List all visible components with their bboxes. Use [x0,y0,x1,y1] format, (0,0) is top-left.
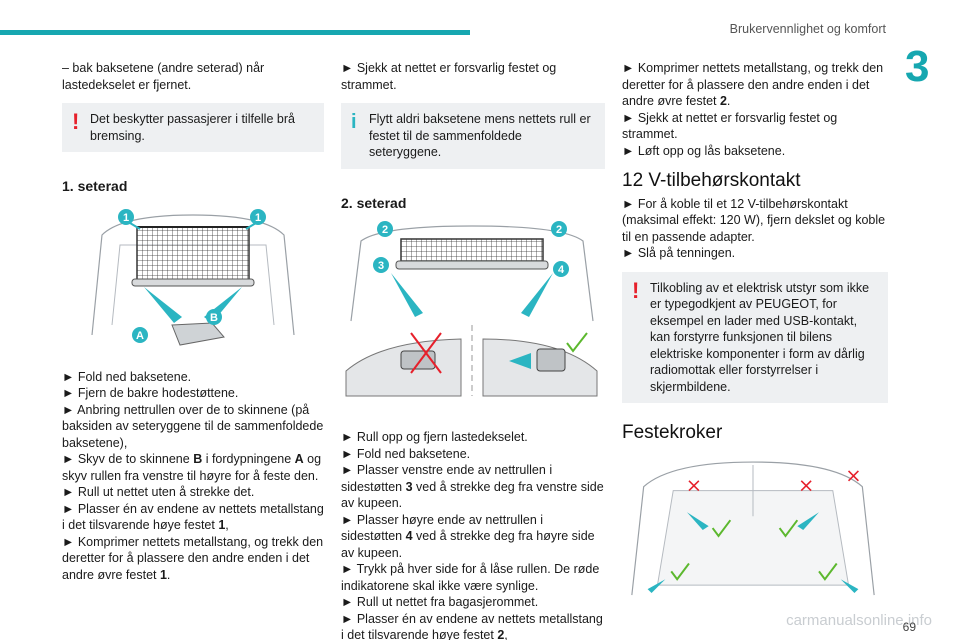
step: ► Fjern de bakre hodestøttene. [62,386,239,400]
warning-text: Det beskytter passasjerer i tilfelle brå… [90,112,295,143]
step: ► Rull ut nettet fra bagasjerommet. [341,595,539,609]
figure-row1-illustration: 1 1 A B [91,208,295,346]
callout-4 [553,261,569,277]
figure-row2-net: 2 2 3 4 [341,221,603,397]
section-heading-row2: 2. seterad [341,194,407,211]
callout-label: 2 [382,224,388,236]
chapter-number-label: 3 [905,42,930,91]
figure-row1-net: 1 1 A B [62,205,324,349]
step: ► Skyv de to skinnene B i fordypningene … [62,452,322,483]
step: ► Plasser venstre ende av nettrullen i s… [341,463,604,510]
column-1: – bak baksetene (andre seterad) når last… [62,60,324,583]
warning-note-12v: ! Tilkobling av et elektrisk utstyr som … [622,271,888,403]
column-2: ► Sjekk at nettet er forsvarlig festet o… [341,60,605,640]
warning-exclamation-icon: ! [72,109,80,134]
step: ► Rull ut nettet uten å strekke det. [62,485,255,499]
step: ► Plasser én av endene av nettets metall… [341,611,603,640]
callout-label: 1 [123,212,129,224]
callout-B [206,308,222,325]
callout-label: B [210,312,218,324]
steps-row2: ► Rull opp og fjern lastedekselet. ► Fol… [341,429,605,640]
step: ► Fold ned baksetene. [62,369,192,384]
steps-12v: ► For å koble til et 12 V-tilbehørskonta… [622,196,888,262]
callout-1-left [118,208,134,225]
step: ► Trykk på hver side for å låse rullen. … [341,562,600,593]
step: ► Plasser én av endene av nettets metall… [62,501,324,533]
callout-2-right [551,221,567,237]
step: ► For å koble til et 12 V-tilbehørskonta… [622,196,886,244]
header-accent-bar [0,30,470,35]
header-title: Brukervennlighet og komfort [729,22,886,36]
figure-row2-illustration: 2 2 3 4 [345,221,598,397]
chapter-tab [897,0,960,112]
step: ► Fold ned baksetene. [341,446,471,461]
warning-exclamation-icon: ! [632,277,640,303]
watermark: carmanualsonline.info [786,612,932,629]
info-text: Flytt aldri baksetene mens nettets rull … [369,112,591,159]
col1-intro: – bak baksetene (andre seterad) når last… [62,61,265,92]
callout-label: 4 [558,264,565,276]
steps-row1: ► Fold ned baksetene. ► Fjern de bakre h… [62,369,324,584]
step: ► Anbring nettrullen over de to skinnene… [62,402,324,450]
step: ► Plasser høyre ende av nettrullen i sid… [341,512,595,560]
page-number: 69 [902,620,916,634]
callout-2-left [377,221,393,237]
warning-note: ! Det beskytter passasjerer i tilfelle b… [62,103,324,152]
warning-text: Tilkobling av et elektrisk utstyr som ik… [650,280,870,394]
info-note: i Flytt aldri baksetene mens nettets rul… [341,103,605,169]
step: ► Slå på tenningen. [622,246,736,260]
info-icon: i [351,111,357,133]
figure-hooks [622,456,884,606]
callout-label: 2 [556,224,562,236]
callout-label: A [136,330,144,342]
callout-1-right [250,208,266,225]
step: ► Komprimer nettets metallstang, og trek… [622,61,884,108]
callout-label: 1 [255,212,261,224]
steps-continued: ► Komprimer nettets metallstang, og trek… [622,60,888,159]
step: ► Sjekk at nettet er forsvarlig festet o… [622,110,838,142]
figure-hooks-illustration [631,460,875,595]
column-3: ► Komprimer nettets metallstang, og trek… [622,60,888,606]
section-heading-hooks: Festekroker [622,422,723,443]
section-heading-12v: 12 V-tilbehørskontakt [622,170,801,191]
col2-intro: ► Sjekk at nettet er forsvarlig festet o… [341,61,557,92]
callout-A [132,326,148,343]
step: ► Komprimer nettets metallstang, og trek… [62,534,324,582]
callout-label: 3 [378,260,384,272]
step: ► Løft opp og lås baksetene. [622,143,786,158]
callout-3 [373,257,389,273]
step: ► Rull opp og fjern lastedekselet. [341,430,528,444]
section-heading-row1: 1. seterad [62,178,128,194]
